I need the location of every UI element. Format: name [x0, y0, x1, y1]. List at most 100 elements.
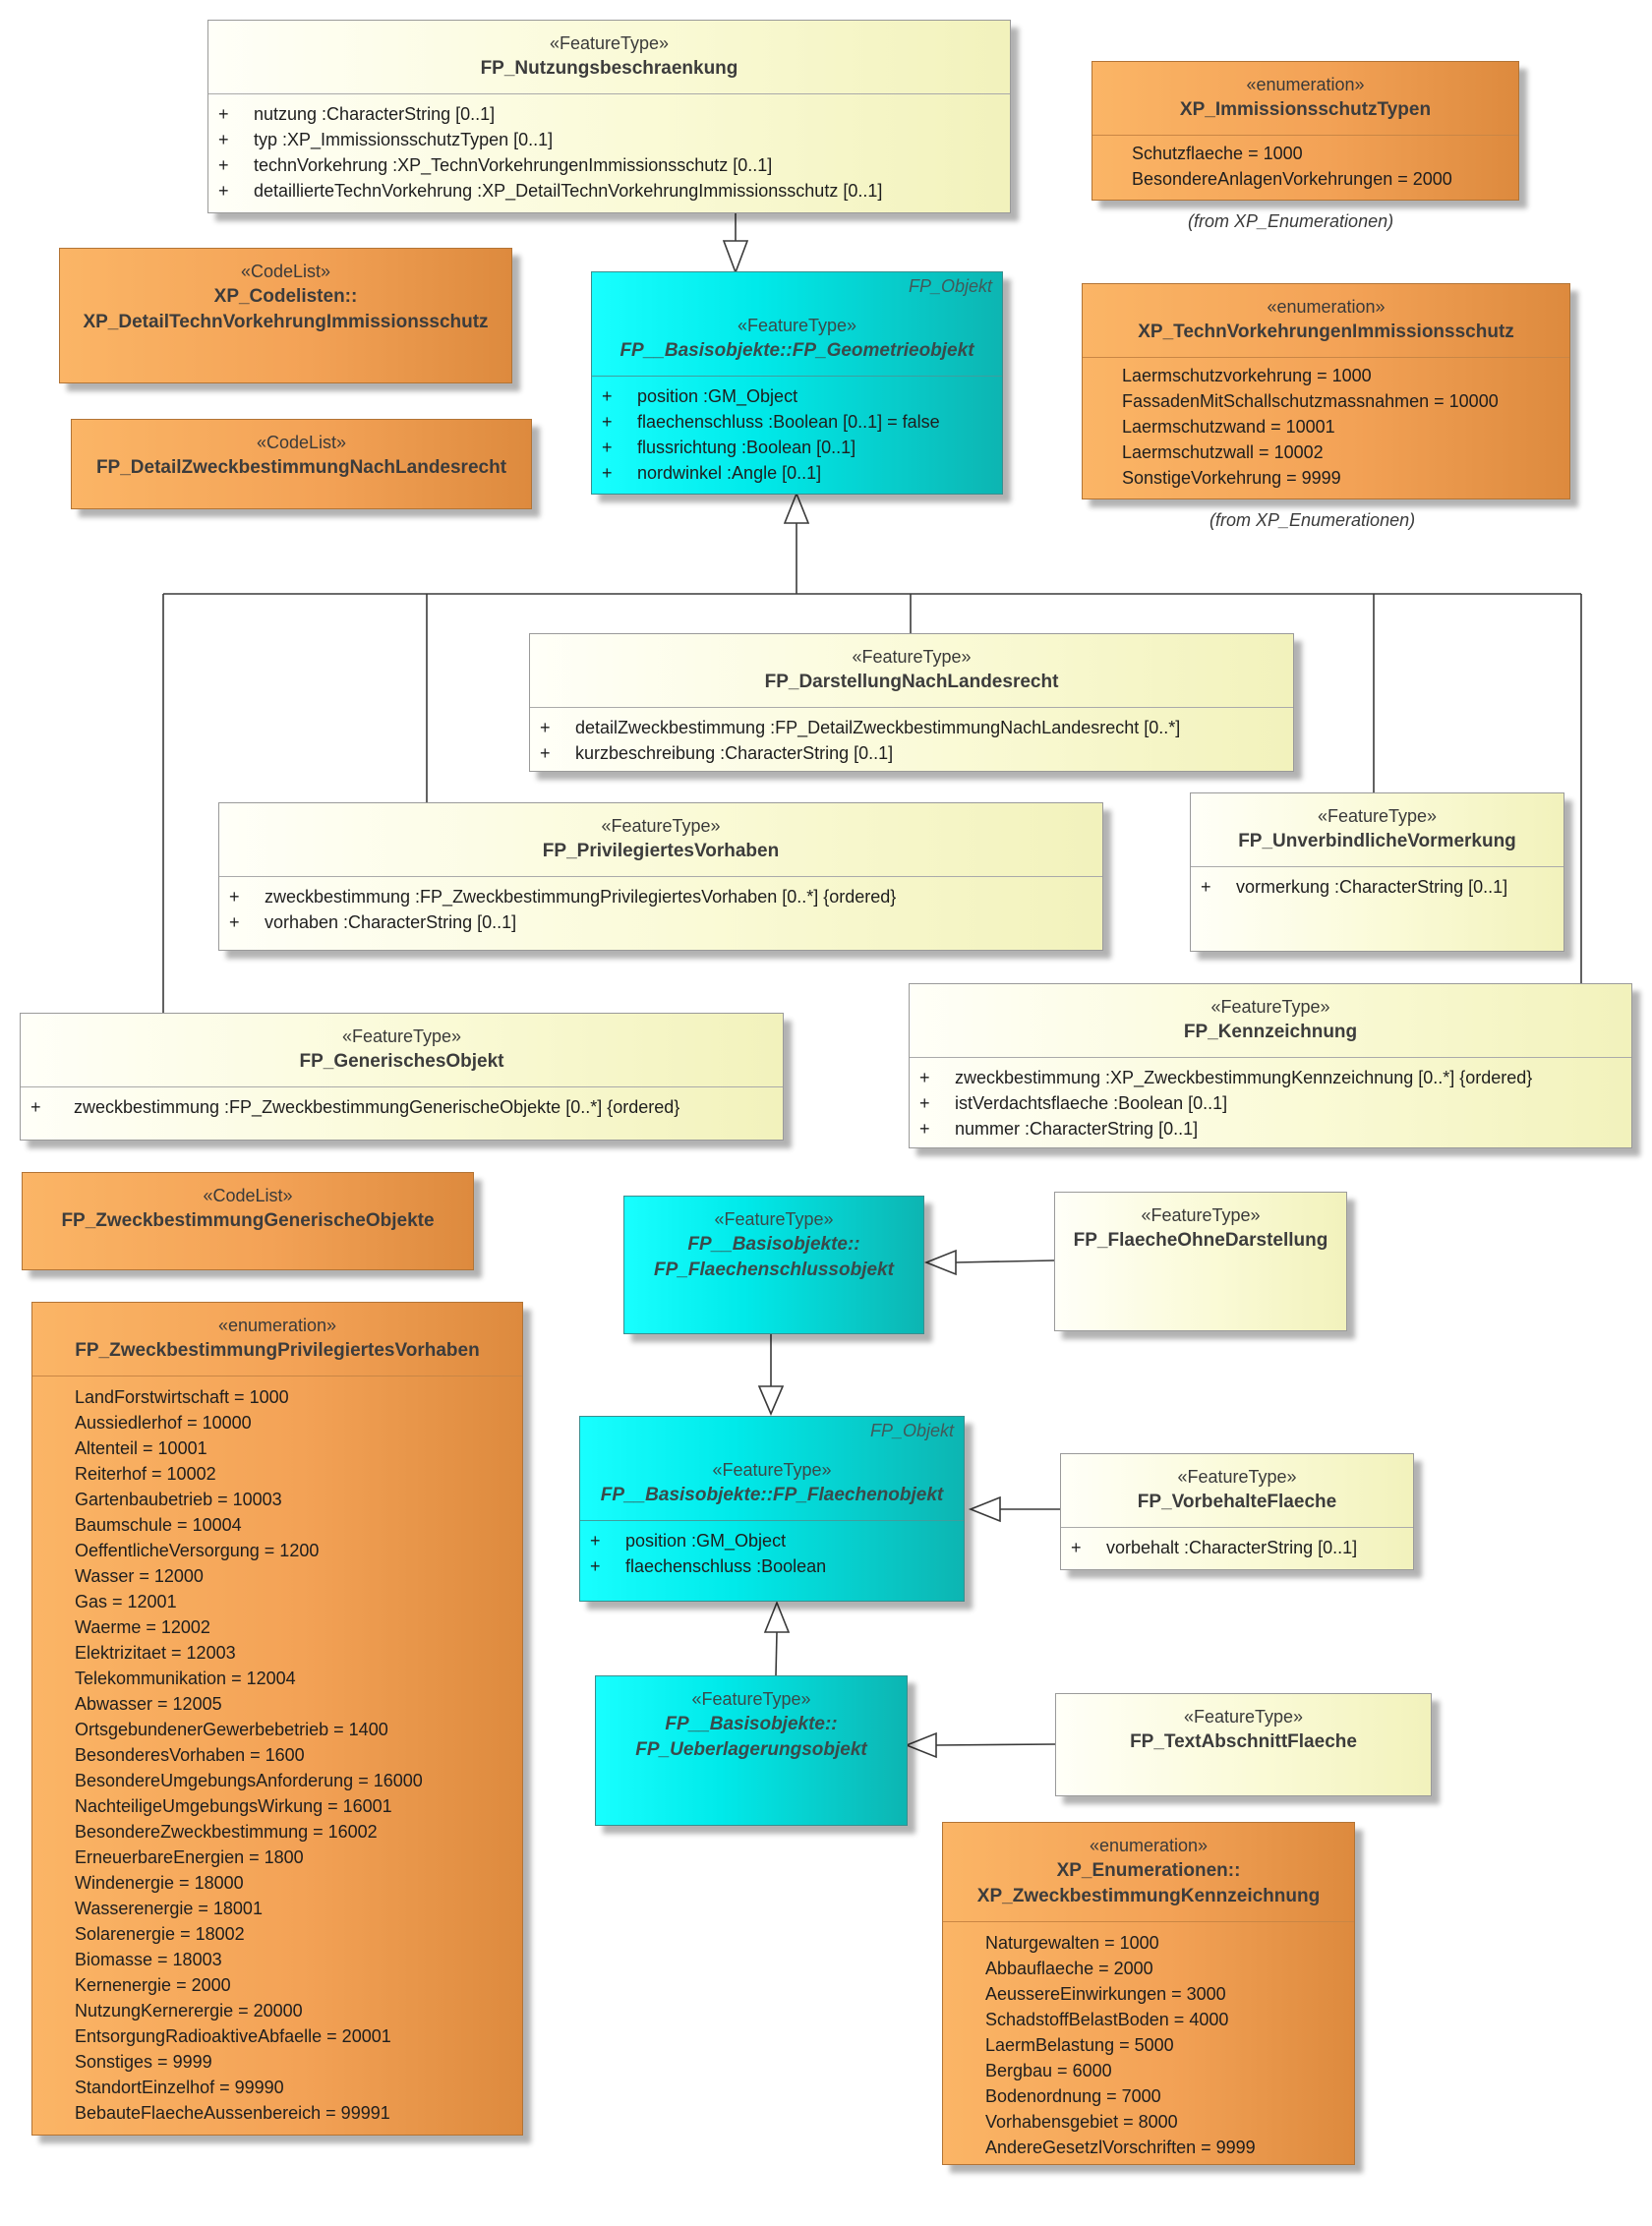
stereotype-label: «enumeration» — [217, 1316, 337, 1335]
enum-literal: Biomasse = 18003 — [75, 1950, 222, 1969]
stereotype-label: «FeatureType» — [691, 1689, 811, 1709]
class-name: FP_FlaecheOhneDarstellung — [1073, 1230, 1328, 1251]
arrowhead-to-ueberlagerungsobjekt — [904, 1731, 937, 1759]
class-name: XP_ImmissionsschutzTypen — [1179, 99, 1432, 120]
compartment-divider — [1083, 357, 1569, 358]
attribute-text: typ :XP_ImmissionsschutzTypen [0..1] — [254, 130, 554, 149]
enum-literal: Schutzflaeche = 1000 — [1132, 144, 1303, 163]
arrowhead-to-geometrieobjekt — [722, 240, 749, 275]
class-name: FP_DetailZweckbestimmungNachLandesrecht — [95, 457, 507, 478]
enum-literal: StandortEinzelhof = 99990 — [75, 2078, 284, 2097]
attribute-list: +zweckbestimmung :XP_ZweckbestimmungKenn… — [910, 1058, 1631, 1147]
stereotype-label: «FeatureType» — [737, 316, 857, 335]
compartment-divider — [1191, 866, 1564, 867]
enum-literal: BesondereZweckbestimmung = 16002 — [75, 1822, 378, 1842]
stereotype-label: «FeatureType» — [1317, 806, 1438, 826]
attribute-list: +position :GM_Object +flaechenschluss :B… — [580, 1521, 964, 1585]
enum-literal: Altenteil = 10001 — [75, 1438, 207, 1458]
class-fp-generischesobjekt[interactable]: «FeatureType» FP_GenerischesObjekt +zwec… — [20, 1013, 784, 1141]
class-name: FP_Nutzungsbeschraenkung — [480, 58, 738, 79]
attribute-text: technVorkehrung :XP_TechnVorkehrungenImm… — [254, 155, 773, 175]
stereotype-label: «enumeration» — [1089, 1836, 1209, 1855]
class-fp-darstellungnachlandesrecht[interactable]: «FeatureType» FP_DarstellungNachLandesre… — [529, 633, 1294, 772]
enum-literal: Solarenergie = 18002 — [75, 1924, 245, 1944]
stereotype-label: «enumeration» — [1246, 75, 1365, 94]
enum-literal: EntsorgungRadioaktiveAbfaelle = 20001 — [75, 2026, 391, 2046]
visibility-marker: + — [602, 412, 613, 432]
visibility-marker: + — [1071, 1538, 1082, 1557]
class-fp-flaecheohnedarstellung[interactable]: «FeatureType» FP_FlaecheOhneDarstellung — [1054, 1192, 1347, 1331]
enum-literal: Laermschutzwall = 10002 — [1122, 442, 1324, 462]
class-fp-textabschnittflaeche[interactable]: «FeatureType» FP_TextAbschnittFlaeche — [1055, 1693, 1432, 1796]
compartment-divider — [943, 1921, 1354, 1922]
visibility-marker: + — [602, 463, 613, 483]
visibility-marker: + — [540, 718, 551, 737]
class-fp-kennzeichnung[interactable]: «FeatureType» FP_Kennzeichnung +zweckbes… — [909, 983, 1632, 1148]
enum-literal: LandForstwirtschaft = 1000 — [75, 1387, 289, 1407]
stereotype-label: «FeatureType» — [712, 1460, 832, 1480]
attribute-row: +vormerkung :CharacterString [0..1] — [1201, 874, 1554, 900]
attribute-list: +vorbehalt :CharacterString [0..1] — [1061, 1528, 1413, 1566]
class-name: XP_DetailTechnVorkehrungImmissionsschutz — [83, 312, 489, 332]
attribute-text: zweckbestimmung :FP_ZweckbestimmungGener… — [74, 1097, 680, 1117]
compartment-divider — [208, 93, 1010, 94]
class-name: FP__Basisobjekte::FP_Geometrieobjekt — [620, 340, 974, 361]
enum-literal: Bergbau = 6000 — [985, 2061, 1112, 2080]
stereotype-label: «CodeList» — [240, 262, 331, 281]
class-fp-vorbehalteflaeche[interactable]: «FeatureType» FP_VorbehalteFlaeche +vorb… — [1060, 1453, 1414, 1570]
class-name: FP_GenerischesObjekt — [299, 1051, 504, 1072]
enum-xp-zweckbestimmungkennzeichnung[interactable]: «enumeration» XP_Enumerationen:: XP_Zwec… — [942, 1822, 1355, 2165]
codelist-fp-zweckbestimmunggenerischeobjekte[interactable]: «CodeList» FP_ZweckbestimmungGenerischeO… — [22, 1172, 474, 1270]
enum-literal: NutzungKernerergie = 20000 — [75, 2001, 303, 2021]
class-name: FP_ZweckbestimmungPrivilegiertesVorhaben — [75, 1340, 480, 1361]
enum-literal: Laermschutzvorkehrung = 1000 — [1122, 366, 1372, 385]
class-fp-nutzungsbeschraenkung[interactable]: «FeatureType» FP_Nutzungsbeschraenkung +… — [207, 20, 1011, 213]
enum-literal: BesonderesVorhaben = 1600 — [75, 1745, 305, 1765]
stereotype-label: «FeatureType» — [341, 1026, 462, 1046]
attribute-row: +typ :XP_ImmissionsschutzTypen [0..1] — [218, 127, 1000, 152]
arrowhead-up-to-flaechenobjekt — [763, 1600, 791, 1633]
class-fp-flaechenschlussobjekt[interactable]: «FeatureType» FP__Basisobjekte:: FP_Flae… — [623, 1196, 924, 1334]
enum-literal: Abwasser = 12005 — [75, 1694, 222, 1714]
enum-xp-immissionsschutztypen[interactable]: «enumeration» XP_ImmissionsschutzTypen S… — [1092, 61, 1519, 201]
class-fp-unverbindlichevormerkung[interactable]: «FeatureType» FP_UnverbindlicheVormerkun… — [1190, 792, 1564, 952]
enum-literal: BesondereUmgebungsAnforderung = 16000 — [75, 1771, 423, 1790]
attribute-text: istVerdachtsflaeche :Boolean [0..1] — [955, 1093, 1228, 1113]
attribute-list: +zweckbestimmung :FP_ZweckbestimmungGene… — [21, 1087, 783, 1126]
compartment-divider — [32, 1376, 522, 1377]
generalization-textabschnittflaeche — [935, 1743, 1056, 1746]
enum-literal: SonstigeVorkehrung = 9999 — [1122, 468, 1341, 488]
class-fp-geometrieobjekt[interactable]: FP_Objekt «FeatureType» FP__Basisobjekte… — [591, 271, 1003, 495]
enum-literal: Windenergie = 18000 — [75, 1873, 244, 1893]
attribute-list: +nutzung :CharacterString [0..1] +typ :X… — [208, 94, 1010, 209]
codelist-fp-detailzweckbestimmungnachlandesrecht[interactable]: «CodeList» FP_DetailZweckbestimmungNachL… — [71, 419, 532, 509]
enum-literal: Laermschutzwand = 10001 — [1122, 417, 1335, 437]
stereotype-label: «FeatureType» — [601, 816, 721, 836]
attribute-list: +zweckbestimmung :FP_ZweckbestimmungPriv… — [219, 877, 1102, 941]
class-fp-privilegiertesvorhaben[interactable]: «FeatureType» FP_PrivilegiertesVorhaben … — [218, 802, 1103, 951]
class-fp-ueberlagerungsobjekt[interactable]: «FeatureType» FP__Basisobjekte:: FP_Uebe… — [595, 1675, 908, 1826]
attribute-row: +nummer :CharacterString [0..1] — [919, 1116, 1622, 1142]
attribute-row: +position :GM_Object — [590, 1528, 954, 1553]
enum-literal: AndereGesetzlVorschriften = 9999 — [985, 2138, 1256, 2157]
attribute-text: nummer :CharacterString [0..1] — [955, 1119, 1199, 1139]
compartment-divider — [580, 1520, 964, 1521]
literal-list: LandForstwirtschaft = 1000 Aussiedlerhof… — [32, 1377, 522, 2132]
attribute-row: +nutzung :CharacterString [0..1] — [218, 101, 1000, 127]
codelist-xp-detailtechnvorkehrungimmissionsschutz[interactable]: «CodeList» XP_Codelisten:: XP_DetailTech… — [59, 248, 512, 383]
attribute-text: vorhaben :CharacterString [0..1] — [265, 912, 517, 932]
class-fp-flaechenobjekt[interactable]: FP_Objekt «FeatureType» FP__Basisobjekte… — [579, 1416, 965, 1602]
attribute-row: +flussrichtung :Boolean [0..1] — [602, 435, 992, 460]
class-name: FP_DarstellungNachLandesrecht — [764, 672, 1059, 692]
enum-xp-technvorkehrungenimmissionsschutz[interactable]: «enumeration» XP_TechnVorkehrungenImmiss… — [1082, 283, 1570, 499]
package-label: FP_Objekt — [908, 276, 992, 296]
class-name: XP_ZweckbestimmungKennzeichnung — [976, 1886, 1321, 1906]
attribute-list: +detailZweckbestimmung :FP_DetailZweckbe… — [530, 708, 1293, 772]
enum-literal: Abbauflaeche = 2000 — [985, 1959, 1153, 1978]
visibility-marker: + — [218, 181, 229, 201]
attribute-row: +flaechenschluss :Boolean — [590, 1553, 954, 1579]
class-name: FP_TextAbschnittFlaeche — [1130, 1731, 1357, 1752]
stereotype-label: «FeatureType» — [549, 33, 670, 53]
enum-fp-zweckbestimmungprivilegiertesvorhaben[interactable]: «enumeration» FP_ZweckbestimmungPrivileg… — [31, 1302, 523, 2136]
attribute-text: zweckbestimmung :FP_ZweckbestimmungPrivi… — [265, 887, 897, 907]
